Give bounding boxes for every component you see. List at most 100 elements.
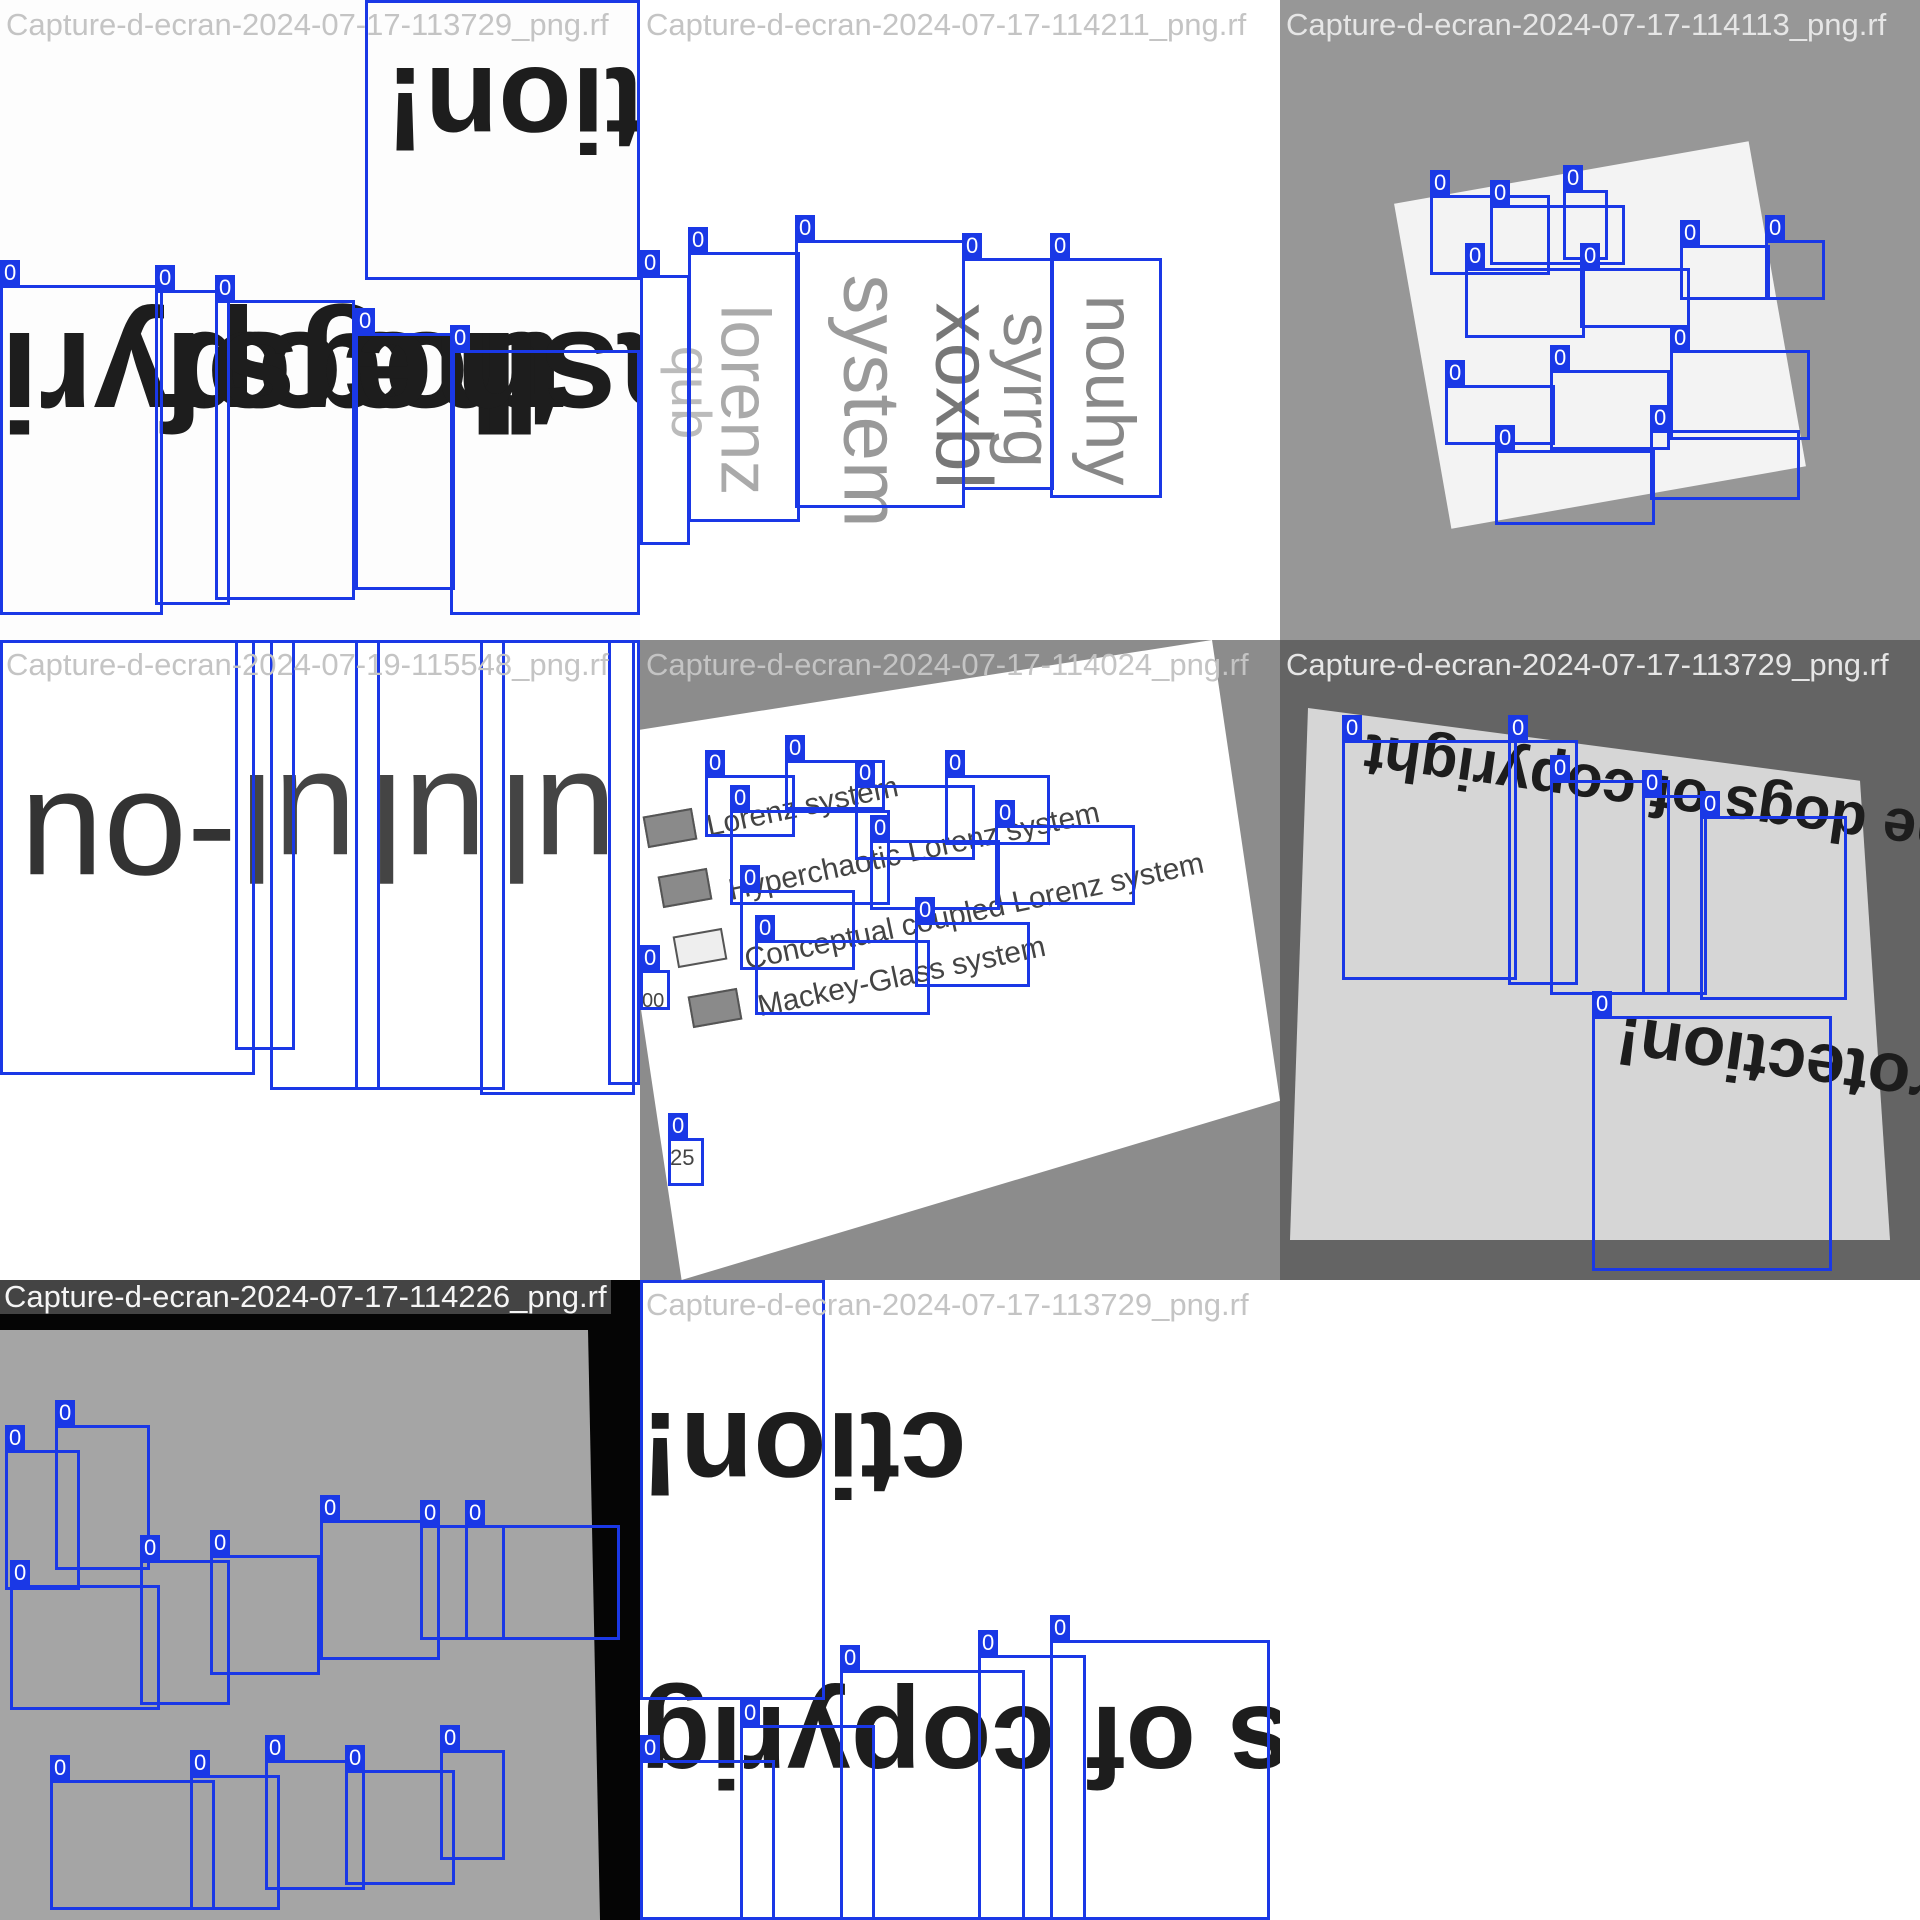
bbox: 0 <box>855 760 975 860</box>
bbox-label: 0 <box>365 0 386 1</box>
bbox-label: 0 <box>10 1560 31 1586</box>
bbox: 0 <box>235 640 295 1050</box>
axis-tick-left: 00 <box>642 990 665 1012</box>
bbox-label: 0 <box>50 1755 71 1781</box>
bbox: 0 <box>5 1425 80 1590</box>
bbox: 0 <box>1490 180 1625 265</box>
bbox-label: 0 <box>688 227 709 253</box>
bbox-label: 0 <box>55 1400 76 1426</box>
tile-4: Capture-d-ecran-2024-07-19-115548_png.rf… <box>0 640 640 1280</box>
bbox-label: 0 <box>730 785 751 811</box>
bbox: 0 <box>640 250 690 545</box>
bbox-label: 0 <box>210 1530 231 1556</box>
bbox-label: 0 <box>345 1745 366 1771</box>
tile-2-title: Capture-d-ecran-2024-07-17-114211_png.rf <box>646 7 1247 42</box>
bbox-label: 0 <box>855 760 876 786</box>
bbox: 0 <box>215 275 355 600</box>
bbox-label: 0 <box>740 865 761 891</box>
bbox: 0 <box>1508 715 1578 985</box>
bbox: 0 <box>1050 1615 1270 1920</box>
axis-tick-bottom: 25 <box>670 1145 695 1170</box>
bbox: 0 <box>1342 715 1517 980</box>
tile-1: Capture-d-ecran-2024-07-17-113729_png.rf… <box>0 0 640 640</box>
bbox: 0 <box>190 1750 280 1910</box>
tile-1-title: Capture-d-ecran-2024-07-17-113729_png.rf <box>6 7 609 42</box>
bbox: 0 <box>480 640 635 1095</box>
bbox: 0 <box>995 800 1135 905</box>
bbox: 0 <box>155 265 230 605</box>
bbox-label: 0 <box>420 1500 441 1526</box>
bbox-label: 0 <box>1465 243 1486 269</box>
bbox-label: 0 <box>355 640 376 641</box>
bbox: 0 <box>420 1500 505 1640</box>
bbox-label: 0 <box>640 1735 661 1761</box>
bbox: 0 <box>740 865 855 970</box>
bbox-label: 0 <box>320 1495 341 1521</box>
tile-7-title: Capture-d-ecran-2024-07-17-114226_png.rf <box>0 1280 611 1314</box>
bbox-label: 0 <box>755 915 776 941</box>
bbox-label: 0 <box>1430 170 1451 196</box>
bbox: 0 <box>355 640 505 1090</box>
bbox-label: 0 <box>1050 1615 1071 1641</box>
tile-8: Capture-d-ecran-2024-07-17-113729_png.rf… <box>640 1280 1280 1920</box>
tile-6: Capture-d-ecran-2024-07-17-113729_png.rf… <box>1280 640 1920 1280</box>
bbox-label: 0 <box>1670 325 1691 351</box>
bbox-label: 0 <box>962 233 983 259</box>
bbox: 0 <box>1592 991 1832 1271</box>
bbox-label: 0 <box>465 1500 486 1526</box>
bbox: 0 <box>1465 243 1585 338</box>
bbox-label: 0 <box>945 750 966 776</box>
tile-5-title: Capture-d-ecran-2024-07-17-114024_png.rf <box>646 647 1249 682</box>
tile-3-title: Capture-d-ecran-2024-07-17-114113_png.rf <box>1286 7 1887 42</box>
bbox-label: 0 <box>265 1735 286 1761</box>
bbox-label: 0 <box>640 250 661 276</box>
bbox: 0 <box>640 945 670 1010</box>
bbox: 0 <box>450 325 640 615</box>
bbox: 0 <box>962 233 1054 490</box>
bbox-label: 0 <box>1650 405 1671 431</box>
bbox-label: 0 <box>1445 360 1466 386</box>
bbox-label: 0 <box>140 1535 161 1561</box>
bbox: 0 <box>1650 405 1800 500</box>
bbox-label: 0 <box>355 308 376 334</box>
bbox-label: 0 <box>795 215 816 241</box>
bbox-label: 0 <box>1342 715 1363 741</box>
bbox-label: 0 <box>1592 991 1613 1017</box>
bbox-label: 0 <box>1700 791 1721 817</box>
bbox: 0 <box>1700 791 1847 1000</box>
bbox-label: 0 <box>270 640 291 641</box>
bbox: 0 <box>140 1535 230 1705</box>
bbox: 0 <box>688 227 800 522</box>
bbox: 0 <box>10 1560 160 1710</box>
bbox-label: 0 <box>705 750 726 776</box>
bbox: 0 <box>840 1645 1025 1920</box>
bbox-label: 0 <box>1642 770 1663 796</box>
bbox: 0 <box>1580 243 1690 328</box>
bbox: 0 <box>608 640 640 1085</box>
bbox-label: 0 <box>480 640 501 641</box>
bbox: 0 <box>345 1745 455 1885</box>
tile-6-document <box>1290 708 1890 1240</box>
bbox: 0 <box>978 1630 1086 1920</box>
bbox: 0 <box>1670 325 1810 440</box>
bbox: 0 <box>915 897 1030 987</box>
bbox-label: 0 <box>155 265 176 291</box>
bbox: 0 <box>210 1530 320 1675</box>
bbox: 0 <box>1495 425 1655 525</box>
bbox-label: 0 <box>785 735 806 761</box>
bbox: 0 <box>355 308 455 590</box>
bbox: 0 <box>1050 233 1162 498</box>
bbox-label: 0 <box>840 1645 861 1671</box>
bbox-label: 0 <box>1765 215 1786 241</box>
tile-7-document <box>0 1330 600 1920</box>
bbox-label: 0 <box>1680 220 1701 246</box>
tile-2: Capture-d-ecran-2024-07-17-114211_png.rf… <box>640 0 1280 640</box>
tile-4-title: Capture-d-ecran-2024-07-19-115548_png.rf <box>6 647 609 682</box>
bbox-label: 0 <box>640 945 661 971</box>
bbox-label: 0 <box>978 1630 999 1656</box>
bbox: 0 <box>270 640 380 1090</box>
bbox-label: 0 <box>1550 755 1571 781</box>
bbox-label: 0 <box>1580 243 1601 269</box>
bbox-label: 0 <box>1495 425 1516 451</box>
bbox: 0 <box>320 1495 440 1660</box>
